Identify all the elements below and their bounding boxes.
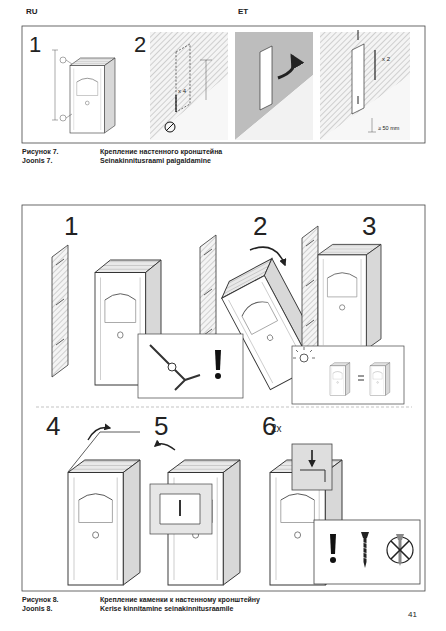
step-number: 1 [64,212,78,241]
figure-caption: Крепление каменки к настенному кронштейн… [100,596,260,604]
figure-number: Joonis 7. [22,157,52,165]
step-number: 5 [154,412,168,441]
language-tag: ET [238,8,248,17]
figure-number: Рисунок 8. [22,596,59,604]
step-number: 1 [29,33,41,57]
step-number: 2 [253,212,267,241]
figure-caption: Крепление настенного кронштейна [100,148,222,156]
step-number: 3 [362,212,376,241]
figure-caption: Seinakinnitusraami paigaldamine [100,157,211,165]
quantity-note: x 2 [382,56,390,63]
figure-number: Рисунок 7. [22,148,59,156]
figure-caption: Kerise kinnitamine seinakinnitusraamile [100,605,233,613]
figure-number: Joonis 8. [22,605,52,613]
language-tag: RU [26,8,38,17]
step-number: 2 [134,33,146,57]
step-number: 4 [46,412,60,441]
quantity-note: x 4 [178,88,186,95]
dimension: ≥ 50 mm [378,125,399,131]
page-number: 41 [408,611,417,620]
quantity-note: 2x [271,423,282,434]
